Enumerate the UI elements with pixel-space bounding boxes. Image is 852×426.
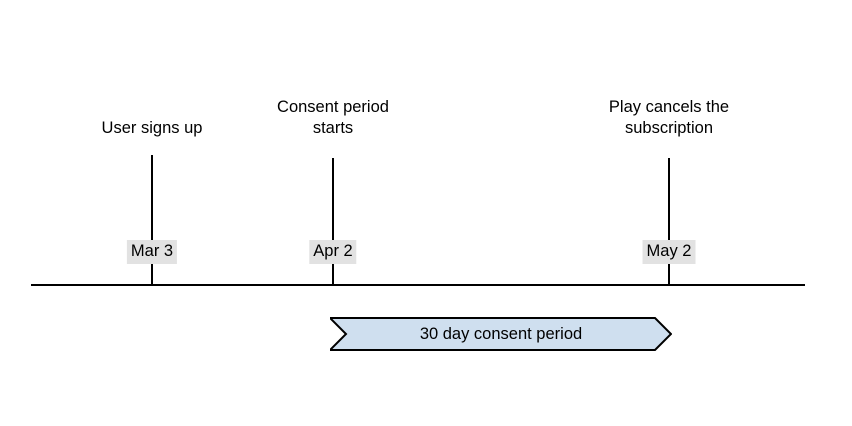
event-date-chip-signup: Mar 3 — [126, 240, 178, 264]
event-label-cancel: Play cancels the subscription — [609, 97, 729, 139]
event-tick-cancel — [668, 158, 670, 284]
banner-chevron-shape — [330, 317, 672, 351]
event-label-cancel-line2: subscription — [624, 119, 714, 137]
event-label-consent-line1: Consent period — [277, 98, 389, 116]
event-label-consent-line2: starts — [312, 119, 354, 137]
event-tick-signup — [151, 155, 153, 284]
event-label-signup: User signs up — [101, 119, 203, 137]
event-label-cancel-line1: Play cancels the — [608, 98, 730, 116]
event-tick-consent — [332, 158, 334, 284]
consent-period-banner: 30 day consent period — [330, 317, 672, 351]
event-label-consent: Consent period starts — [277, 97, 389, 139]
event-date-chip-consent: Apr 2 — [309, 240, 357, 264]
event-date-chip-cancel: May 2 — [642, 240, 696, 264]
timeline-axis — [31, 284, 805, 286]
